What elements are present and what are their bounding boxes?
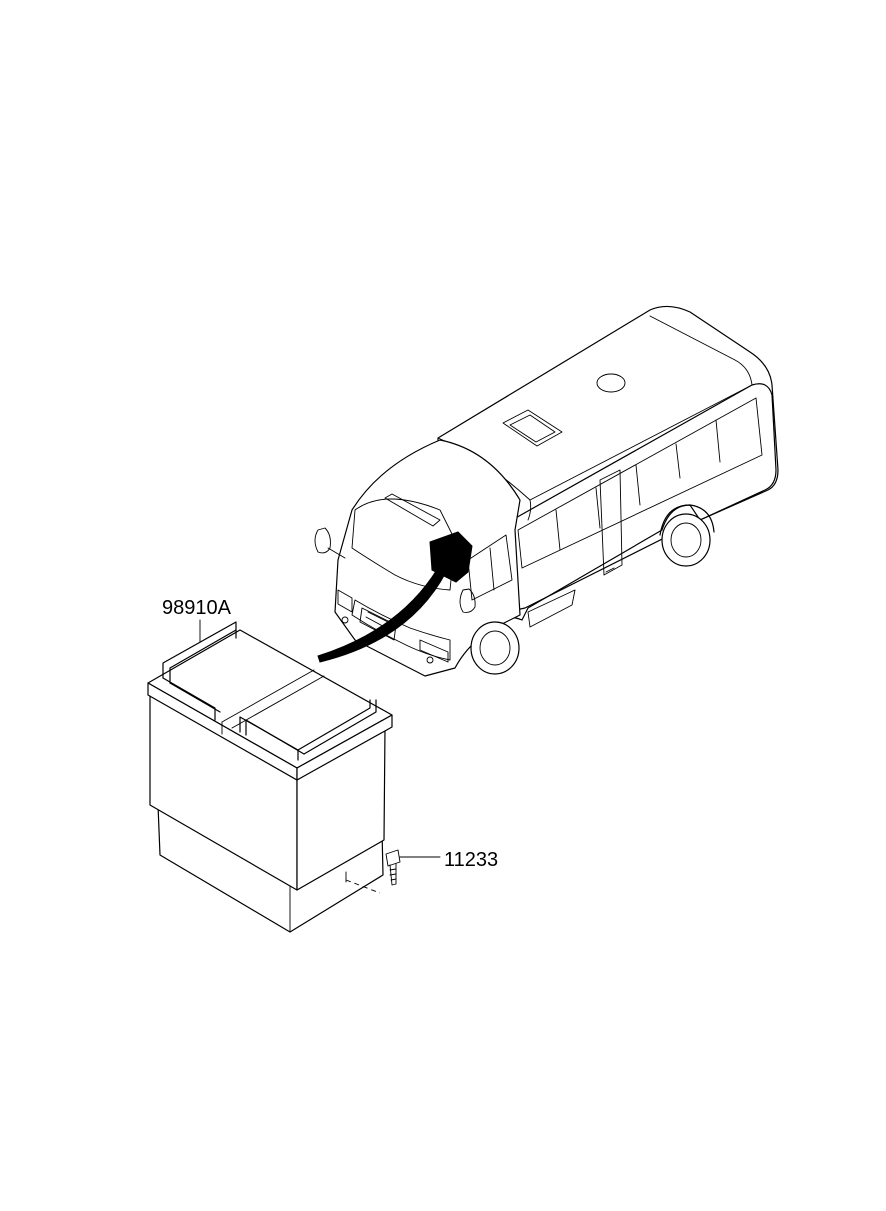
bolt-head — [385, 849, 401, 867]
bus-front — [334, 439, 521, 677]
rear-wheel — [661, 513, 711, 567]
bolt-install-path — [345, 879, 381, 894]
battery-illustration — [147, 619, 393, 933]
bolt-illustration — [345, 849, 441, 894]
battery-part-number: 98910A — [162, 597, 232, 619]
side-windows — [517, 397, 763, 569]
right-mirror — [459, 588, 476, 613]
bolt-part-number: 11233 — [444, 849, 498, 871]
side-door — [599, 469, 623, 576]
left-mirror — [314, 527, 331, 554]
bus-illustration — [314, 305, 779, 677]
front-wheel — [470, 621, 520, 675]
bus-roof — [437, 305, 779, 621]
roof-vent — [502, 409, 563, 447]
roof-hatch — [596, 373, 626, 393]
location-leader-arrow — [317, 567, 447, 663]
